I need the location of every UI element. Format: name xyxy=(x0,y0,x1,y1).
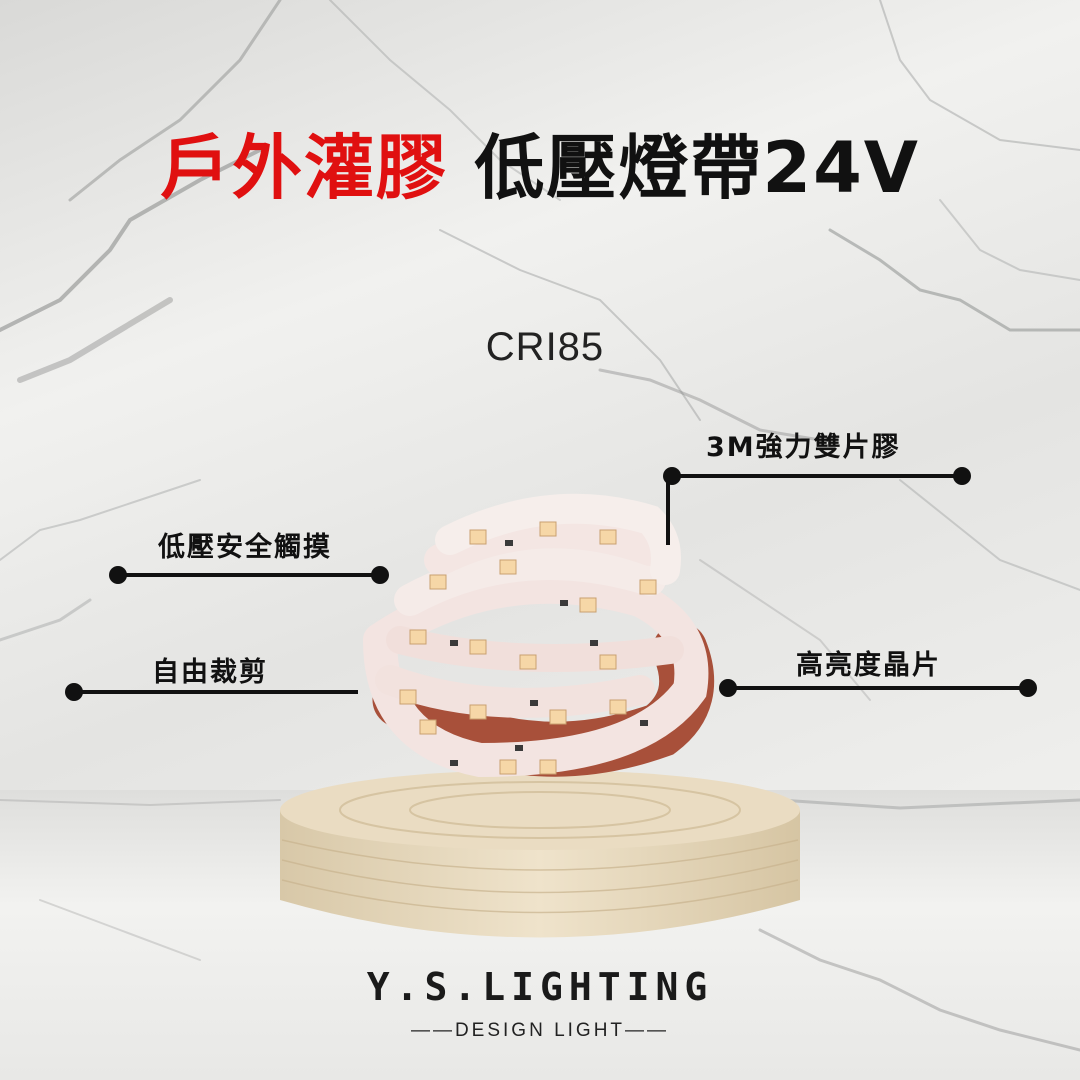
callout-adhesive: 3M強力雙片膠 xyxy=(706,432,901,463)
headline: 戶外灌膠 低壓燈帶24V xyxy=(0,112,1080,213)
callout-safe-touch: 低壓安全觸摸 xyxy=(158,532,332,563)
cri-rating: CRI85 xyxy=(485,325,605,369)
callout-cuttable: 自由裁剪 xyxy=(152,657,268,688)
headline-highlight: 戶外灌膠 xyxy=(160,127,449,209)
headline-rest: 低壓燈帶24V xyxy=(474,127,920,209)
brand-tagline: ——DESIGN LIGHT—— xyxy=(410,1020,670,1041)
brand-logo-text: Y.S.LIGHTING xyxy=(366,965,714,1009)
callout-high-brightness: 高亮度晶片 xyxy=(796,650,941,681)
